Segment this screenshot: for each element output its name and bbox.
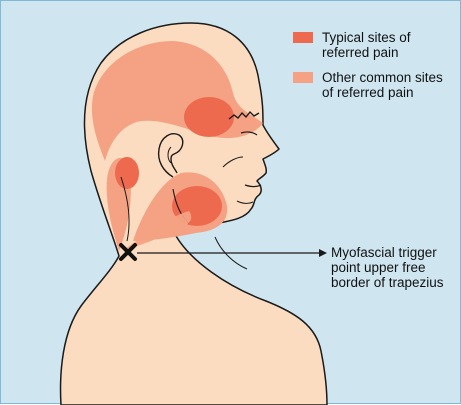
legend-swatch-typical xyxy=(293,32,313,43)
legend-label-typical: Typical sites of referred pain xyxy=(322,30,411,60)
annotation-arrowhead xyxy=(319,249,327,257)
trigger-point-label: Myofascial trigger point upper free bord… xyxy=(331,245,444,290)
legend-label-other: Other common sites of referred pain xyxy=(322,70,443,100)
legend-swatch-other xyxy=(293,72,313,83)
typical-site-occiput xyxy=(115,157,139,189)
typical-site-temple xyxy=(184,97,234,137)
